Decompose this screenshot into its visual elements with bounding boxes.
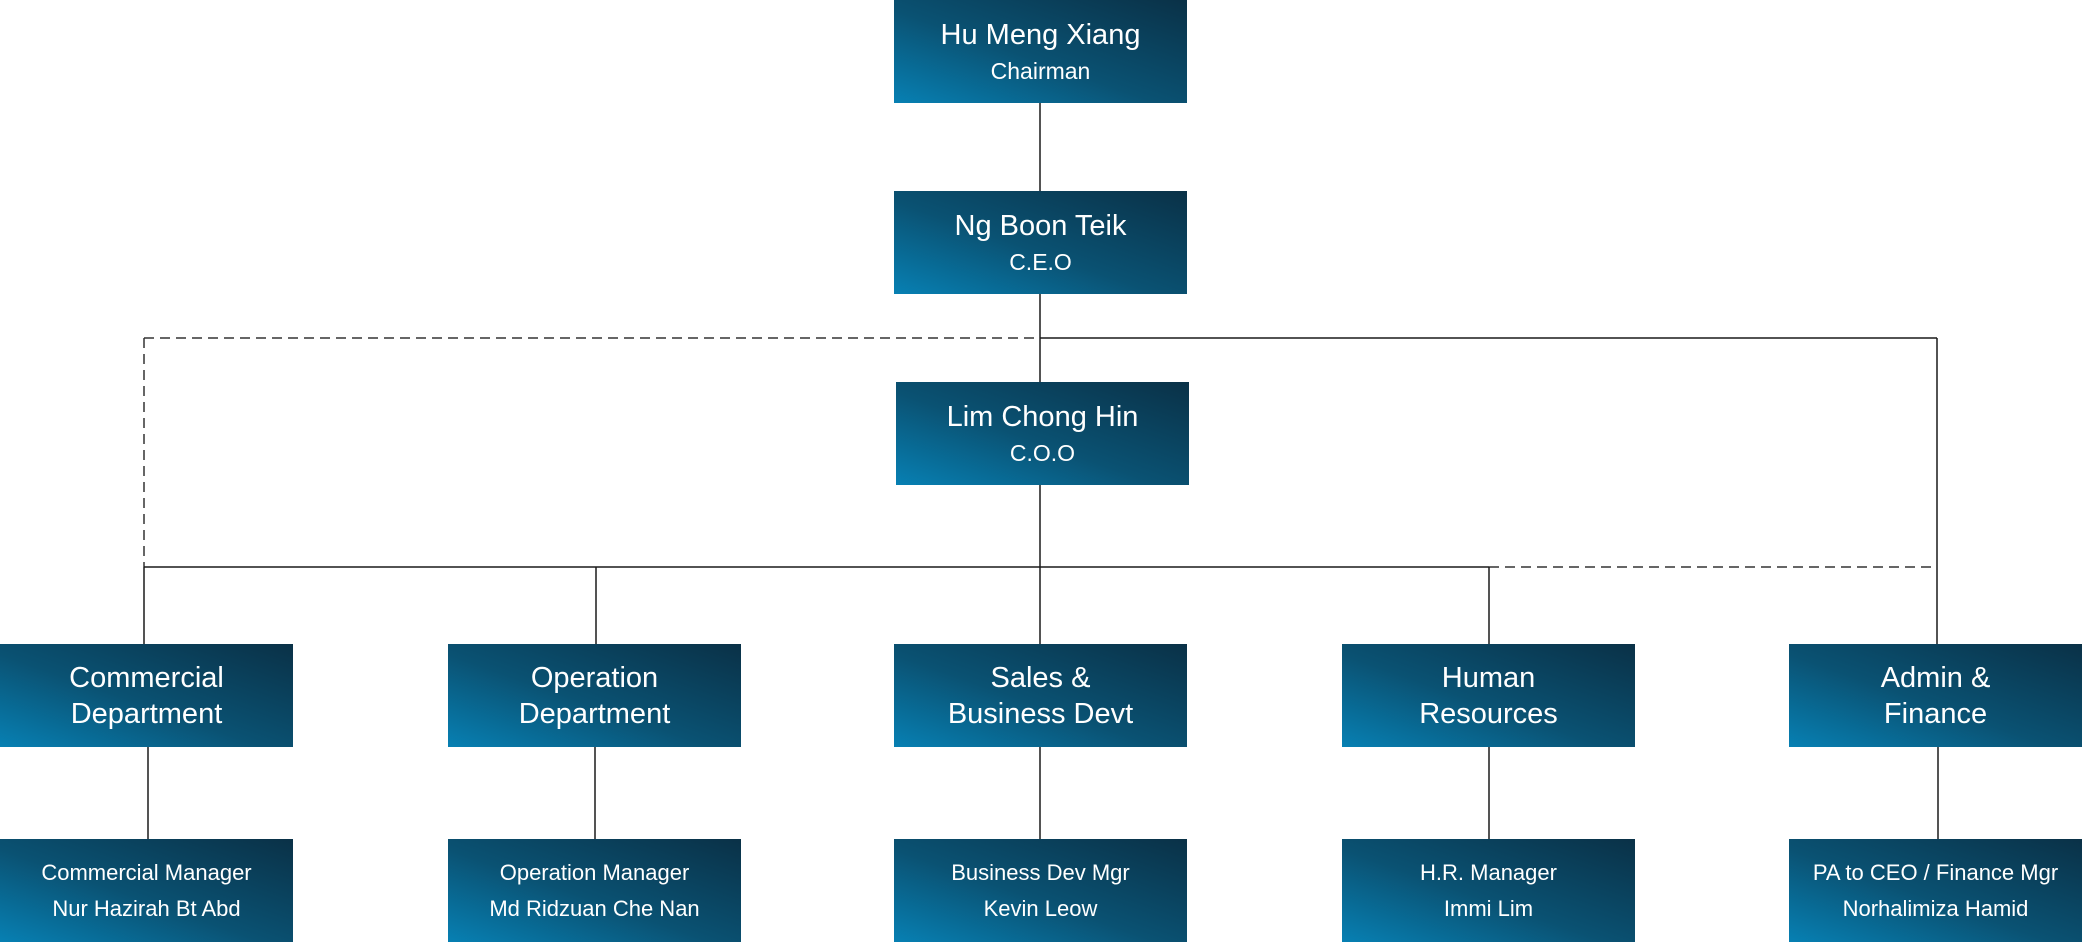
node-dept-admin-finance[interactable]: Admin & Finance xyxy=(1789,644,2082,747)
node-ceo[interactable]: Ng Boon Teik C.E.O xyxy=(894,191,1187,294)
manager-name: Kevin Leow xyxy=(983,895,1098,921)
manager-title: Business Dev Mgr xyxy=(951,859,1130,885)
node-dept-sales[interactable]: Sales & Business Devt xyxy=(894,644,1187,747)
dept-label-line2: Department xyxy=(70,697,223,730)
dept-label-line1: Human xyxy=(1441,661,1536,694)
dept-label-line2: Resources xyxy=(1419,697,1558,730)
dept-label-line1: Commercial xyxy=(69,661,224,694)
manager-title: PA to CEO / Finance Mgr xyxy=(1812,859,2059,885)
node-coo[interactable]: Lim Chong Hin C.O.O xyxy=(896,382,1189,485)
node-title: C.E.O xyxy=(1009,249,1072,275)
node-manager-sales[interactable]: Business Dev Mgr Kevin Leow xyxy=(894,839,1187,942)
manager-title: Commercial Manager xyxy=(41,859,252,885)
node-dept-hr[interactable]: Human Resources xyxy=(1342,644,1635,747)
node-name: Ng Boon Teik xyxy=(954,210,1127,242)
node-title: Chairman xyxy=(990,58,1091,84)
node-manager-commercial[interactable]: Commercial Manager Nur Hazirah Bt Abd xyxy=(0,839,293,942)
dept-label-line2: Business Devt xyxy=(947,697,1134,730)
node-manager-operation[interactable]: Operation Manager Md Ridzuan Che Nan xyxy=(448,839,741,942)
dept-label-line2: Department xyxy=(518,697,671,730)
node-manager-admin-finance[interactable]: PA to CEO / Finance Mgr Norhalimiza Hami… xyxy=(1789,839,2082,942)
node-name: Hu Meng Xiang xyxy=(940,19,1141,51)
manager-name: Nur Hazirah Bt Abd xyxy=(52,895,241,921)
dept-label-line1: Operation xyxy=(530,661,659,694)
manager-title: H.R. Manager xyxy=(1420,859,1557,885)
dept-label-line1: Admin & xyxy=(1880,661,1991,694)
manager-name: Immi Lim xyxy=(1443,895,1534,921)
node-manager-hr[interactable]: H.R. Manager Immi Lim xyxy=(1342,839,1635,942)
node-dept-operation[interactable]: Operation Department xyxy=(448,644,741,747)
dept-label-line2: Finance xyxy=(1883,697,1988,730)
node-chairman[interactable]: Hu Meng Xiang Chairman xyxy=(894,0,1187,103)
node-dept-commercial[interactable]: Commercial Department xyxy=(0,644,293,747)
manager-name: Md Ridzuan Che Nan xyxy=(489,895,700,921)
node-name: Lim Chong Hin xyxy=(946,401,1139,433)
dept-label-line1: Sales & xyxy=(990,661,1091,694)
manager-name: Norhalimiza Hamid xyxy=(1842,895,2029,921)
manager-title: Operation Manager xyxy=(499,859,690,885)
node-title: C.O.O xyxy=(1009,440,1076,466)
